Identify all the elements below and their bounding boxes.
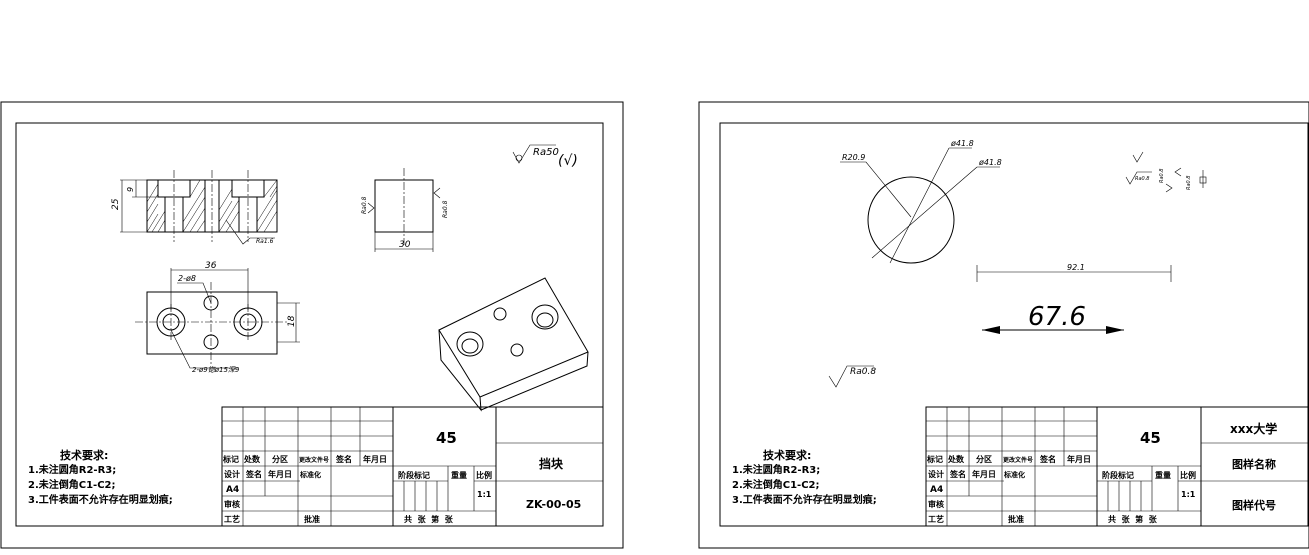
right-dim-dia1: ø41.8 <box>950 139 974 148</box>
left-front-dim-25: 25 <box>111 198 121 210</box>
right-tb-weight: 重量 <box>1155 470 1171 480</box>
right-tb-mark: 标记 <box>926 454 943 464</box>
right-tb-drawing-code: 图样代号 <box>1232 498 1276 512</box>
right-tb-scale-label: 比例 <box>1180 470 1196 480</box>
right-dim-dia2: ø41.8 <box>978 158 1002 167</box>
left-tb-approve: 批准 <box>304 514 320 524</box>
left-front-dim-9: 9 <box>126 187 135 192</box>
left-tb-mark: 标记 <box>222 454 239 464</box>
left-top-holes-label: 2-ø8 <box>178 274 196 283</box>
left-tb-review: 审核 <box>224 499 240 509</box>
left-tb-date: 年月日 <box>363 454 387 464</box>
left-top-view: 36 18 2-ø8 2-ø9锪ø15深9 <box>135 261 300 374</box>
left-tb-standard: 标准化 <box>299 470 321 479</box>
left-tech-requirements: 技术要求: 1.未注圆角R2-R3; 2.未注倒角C1-C2; 3.工件表面不允… <box>28 448 173 506</box>
right-tb-standard: 标准化 <box>1003 470 1025 479</box>
left-tb-process: 工艺 <box>224 514 240 524</box>
left-tb-paper: A4 <box>226 485 239 495</box>
right-tb-sign: 签名 <box>1039 454 1056 464</box>
right-sym-label-1: Ra0.8 <box>1135 176 1150 182</box>
left-default-finish: Ra50 (√) <box>512 144 578 169</box>
right-dim-length: 92.1 <box>1067 263 1085 272</box>
left-tech-title: 技术要求: <box>60 448 108 462</box>
left-top-dim-36: 36 <box>205 261 217 271</box>
left-tb-change: 更改文件号 <box>299 456 329 464</box>
right-tb-zone: 分区 <box>976 454 992 464</box>
left-tb-design: 设计 <box>224 469 240 479</box>
left-side-finish-left: Ra0.8 <box>361 196 368 214</box>
right-title-block: 标记 处数 分区 更改文件号 签名 年月日 设计 签名 年月日 标准化 A4 审… <box>925 406 1309 527</box>
right-dim-radius: R20.9 <box>842 153 865 162</box>
left-tb-part-name: 挡块 <box>539 456 564 471</box>
right-circle-view: R20.9 ø41.8 ø41.8 <box>840 139 1002 264</box>
right-tb-date: 年月日 <box>1067 454 1091 464</box>
left-default-finish-label: Ra50 <box>533 147 559 158</box>
left-tb-material: 45 <box>436 429 457 447</box>
right-tb-count: 处数 <box>947 454 965 464</box>
left-tb-weight: 重量 <box>451 470 467 480</box>
left-tb-scale-label: 比例 <box>476 470 492 480</box>
right-sheet: R20.9 ø41.8 ø41.8 Ra0.8 Ra0.8 Ra0.8 92.1 <box>698 101 1309 549</box>
left-tb-drawing-no: ZK-00-05 <box>526 498 581 511</box>
right-tb-sheets: 共 张 第 张 <box>1108 514 1158 524</box>
left-top-dim-18: 18 <box>287 315 297 327</box>
right-tech-item-2: 2.未注倒角C1-C2; <box>732 478 820 491</box>
left-tb-stage: 阶段标记 <box>398 470 430 480</box>
right-finish-label: Ra0.8 <box>850 367 876 377</box>
right-finish: Ra0.8 <box>828 365 876 388</box>
right-tb-design: 设计 <box>928 469 944 479</box>
right-tb-design-sign: 签名 <box>949 469 966 479</box>
right-tb-school: xxx大学 <box>1230 421 1277 436</box>
right-tech-title: 技术要求: <box>763 448 811 462</box>
left-front-view: 25 9 Ra1.6 <box>111 170 278 245</box>
left-side-view: Ra0.8 Ra0.8 30 <box>361 168 449 252</box>
left-tb-design-date: 年月日 <box>268 469 292 479</box>
right-tech-requirements: 技术要求: 1.未注圆角R2-R3; 2.未注倒角C1-C2; 3.工件表面不允… <box>732 448 877 506</box>
right-tb-design-date: 年月日 <box>972 469 996 479</box>
left-tb-zone: 分区 <box>272 454 288 464</box>
left-tb-count: 处数 <box>243 454 261 464</box>
left-title-block: 标记 处数 分区 更改文件号 签名 年月日 设计 签名 年月日 标准化 A4 审… <box>221 406 604 527</box>
right-dim-large: 67.6 <box>1028 302 1086 332</box>
left-tech-item-3: 3.工件表面不允许存在明显划痕; <box>28 493 173 506</box>
right-tech-item-3: 3.工件表面不允许存在明显划痕; <box>732 493 877 506</box>
right-tb-approve: 批准 <box>1008 514 1024 524</box>
left-tb-sheets: 共 张 第 张 <box>404 514 454 524</box>
left-tech-item-2: 2.未注倒角C1-C2; <box>28 478 116 491</box>
right-tb-stage: 阶段标记 <box>1102 470 1134 480</box>
right-tb-material: 45 <box>1140 429 1161 447</box>
right-outer-border <box>698 101 1309 549</box>
right-symbols: Ra0.8 Ra0.8 Ra0.8 <box>1125 151 1207 193</box>
right-tb-scale: 1:1 <box>1181 490 1196 499</box>
left-tb-scale: 1:1 <box>477 490 492 499</box>
right-tb-drawing-name: 图样名称 <box>1232 457 1276 471</box>
right-dim-67: 67.6 <box>982 302 1124 334</box>
right-sym-label-2: Ra0.8 <box>1159 169 1165 184</box>
left-tb-sign: 签名 <box>335 454 352 464</box>
left-outer-border <box>0 101 624 549</box>
left-front-finish: Ra1.6 <box>256 238 274 245</box>
right-tb-paper: A4 <box>930 485 943 495</box>
left-tb-design-sign: 签名 <box>245 469 262 479</box>
left-sheet: Ra50 (√) <box>0 101 624 549</box>
right-tech-item-1: 1.未注圆角R2-R3; <box>732 463 820 476</box>
right-sym-label-3: Ra0.8 <box>1186 176 1192 191</box>
right-tb-change: 更改文件号 <box>1003 456 1033 464</box>
left-top-cbore-label: 2-ø9锪ø15深9 <box>192 366 240 374</box>
left-iso-view <box>438 277 589 412</box>
left-default-finish-paren: (√) <box>558 153 578 169</box>
right-tb-process: 工艺 <box>928 514 944 524</box>
left-side-dim-30: 30 <box>399 240 411 250</box>
right-tb-review: 审核 <box>928 499 944 509</box>
left-side-finish-right: Ra0.8 <box>442 200 449 218</box>
left-tech-item-1: 1.未注圆角R2-R3; <box>28 463 116 476</box>
right-dim-92: 92.1 <box>976 263 1172 282</box>
